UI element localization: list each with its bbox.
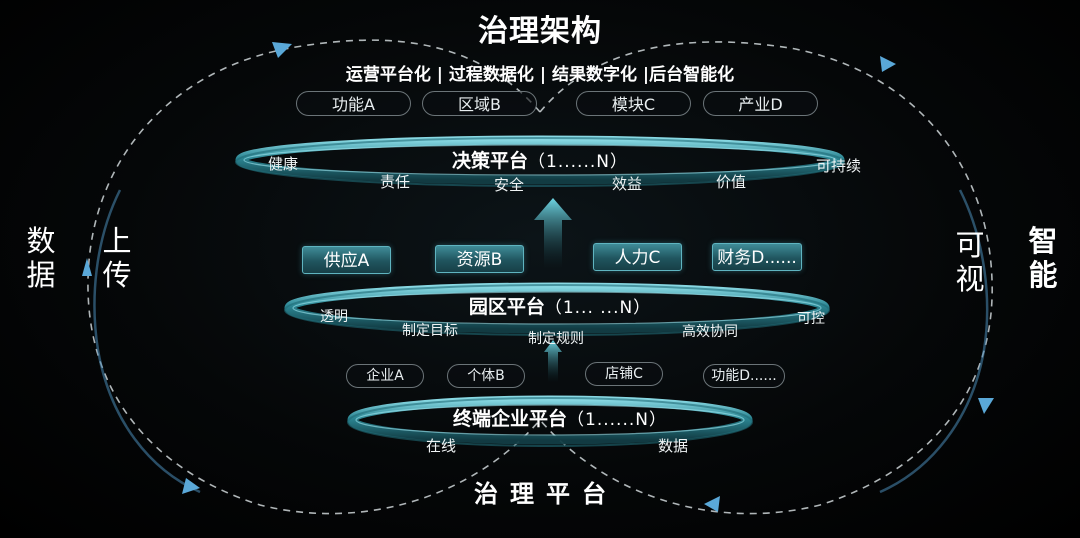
decision-label-responsibility: 责任 <box>380 173 411 191</box>
pill-enterprise-a[interactable]: 企业A <box>346 364 424 388</box>
box-resource-b[interactable]: 资源B <box>435 245 524 273</box>
left-outer-text: 数据 <box>26 224 56 292</box>
bottom-title: 治理平台 <box>474 480 618 508</box>
box-supply-a[interactable]: 供应A <box>302 246 391 274</box>
right-outer-text: 智能 <box>1028 224 1058 292</box>
terminal-label-online: 在线 <box>426 437 457 455</box>
decision-label-sustainable: 可持续 <box>816 157 862 175</box>
left-inner-text: 上传 <box>102 224 132 292</box>
park-label-collaboration: 高效协同 <box>682 324 738 340</box>
decision-label-safety: 安全 <box>494 176 525 194</box>
decision-label-benefit: 效益 <box>612 175 643 193</box>
right-loop-path <box>539 41 993 515</box>
subtitle: 运营平台化 | 过程数据化 | 结果数字化 |后台智能化 <box>345 65 735 85</box>
left-loop-path <box>87 39 541 515</box>
terminal-ring <box>347 395 753 447</box>
pill-function-a[interactable]: 功能A <box>296 91 411 116</box>
park-platform-title: 园区平台（1... ...N） <box>420 292 700 319</box>
pill-individual-b[interactable]: 个体B <box>447 364 525 388</box>
decision-label-value: 价值 <box>716 173 747 191</box>
terminal-platform-title: 终端企业平台（1......N） <box>420 404 700 431</box>
arrowhead-bottom-left-icon <box>182 478 200 494</box>
page-title: 治理架构 <box>478 14 602 49</box>
arrowhead-top-right-icon <box>880 56 896 72</box>
park-ring <box>284 282 830 336</box>
decision-ring <box>235 135 845 187</box>
park-platform-range: （1... ...N） <box>544 298 652 318</box>
pill-region-b[interactable]: 区域B <box>422 91 537 116</box>
decision-platform-title: 决策平台（1......N） <box>380 146 700 173</box>
arrowhead-left-icon <box>82 258 92 276</box>
right-loop-glow <box>879 189 989 494</box>
park-label-controllable: 可控 <box>797 311 825 327</box>
decision-platform-range: （1......N） <box>528 152 628 172</box>
park-label-set-goals: 制定目标 <box>402 323 458 339</box>
terminal-platform-name: 终端企业平台 <box>453 408 568 430</box>
decision-platform-name: 决策平台 <box>452 150 529 172</box>
arrowhead-top-left-icon <box>272 42 292 58</box>
park-label-set-rules: 制定规则 <box>528 331 584 347</box>
left-loop-glow <box>93 189 201 494</box>
terminal-platform-range: （1......N） <box>567 410 667 430</box>
box-hr-c[interactable]: 人力C <box>593 243 682 271</box>
pill-function-d[interactable]: 功能D...... <box>703 364 785 388</box>
up-arrow-large-icon <box>534 198 572 268</box>
pill-module-c[interactable]: 模块C <box>576 91 691 116</box>
up-arrow-small-icon <box>544 340 562 382</box>
pill-industry-d[interactable]: 产业D <box>703 91 818 116</box>
decision-label-health: 健康 <box>268 155 299 173</box>
park-label-transparent: 透明 <box>320 309 348 325</box>
terminal-label-data: 数据 <box>658 437 689 455</box>
arrowhead-bottom-right-icon <box>704 496 720 512</box>
box-finance-d[interactable]: 财务D...... <box>712 243 802 271</box>
arrowhead-right-icon <box>978 398 994 414</box>
park-platform-name: 园区平台 <box>468 296 545 318</box>
right-inner-text: 可视 <box>955 228 985 296</box>
pill-store-c[interactable]: 店铺C <box>585 362 663 386</box>
